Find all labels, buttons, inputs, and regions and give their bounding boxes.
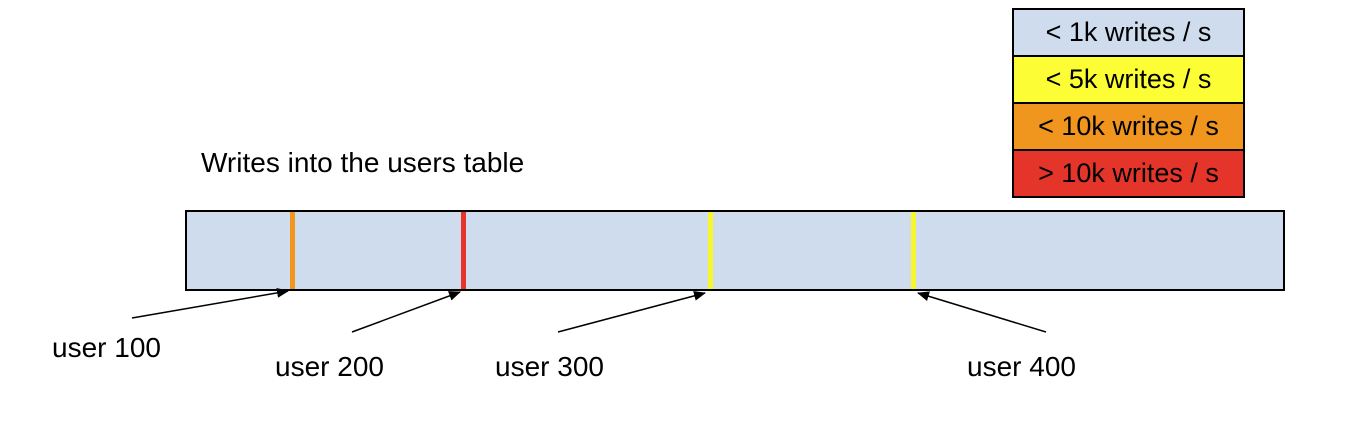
hotspot-marker-user-200: [460, 212, 466, 289]
arrow-user-100: [131, 287, 289, 319]
arrow-user-400: [917, 291, 1047, 333]
arrow-user-300: [557, 290, 706, 333]
label-user-100: user 100: [52, 332, 161, 363]
diagram-title: Writes into the users table: [201, 147, 525, 178]
legend-item-lt-10k: < 10k writes / s: [1012, 102, 1245, 151]
legend-label: < 1k writes / s: [1045, 17, 1212, 47]
label-user-300: user 300: [495, 351, 604, 382]
hotspot-marker-user-100: [289, 212, 295, 289]
label-user-400: user 400: [967, 351, 1076, 382]
legend-label: < 5k writes / s: [1045, 64, 1212, 94]
legend-item-lt-1k: < 1k writes / s: [1012, 8, 1245, 57]
hotspot-marker-user-400: [910, 212, 916, 289]
legend-label: > 10k writes / s: [1038, 158, 1219, 188]
label-user-200: user 200: [275, 351, 384, 382]
hotspot-marker-user-300: [707, 212, 713, 289]
legend-label: < 10k writes / s: [1038, 111, 1219, 141]
legend-item-gt-10k: > 10k writes / s: [1012, 149, 1245, 198]
arrow-user-200: [351, 291, 461, 333]
users-table-bar: [185, 210, 1285, 291]
legend-item-lt-5k: < 5k writes / s: [1012, 55, 1245, 104]
write-rate-legend: < 1k writes / s < 5k writes / s < 10k wr…: [1012, 8, 1245, 198]
